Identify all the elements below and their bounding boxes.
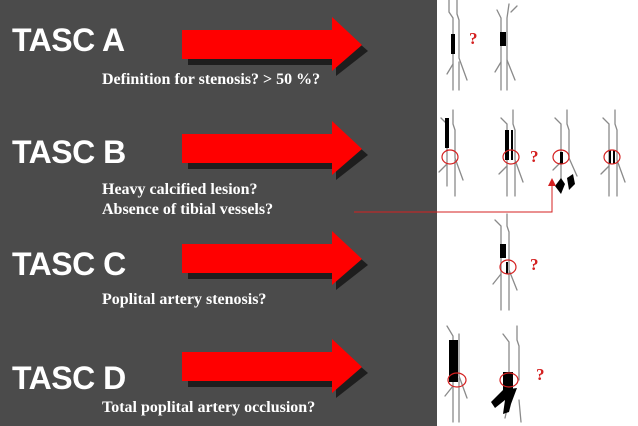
- lesion-b3-foot: [555, 178, 565, 194]
- tasc-a-arrow: [182, 17, 368, 76]
- circle-c: [499, 259, 517, 275]
- lesion-b3-foot-2: [567, 174, 575, 190]
- tasc-a-question: Definition for stenosis? > 50 %?: [102, 71, 321, 88]
- lesion-a1: [451, 34, 455, 54]
- tasc-d-question: Total poplital artery occlusion?: [102, 399, 316, 416]
- lesion-d2-occlusion: [491, 388, 517, 414]
- tasc-c-label: TASC C: [12, 246, 126, 282]
- lesion-b2a: [505, 130, 509, 160]
- lesion-b3: [560, 152, 563, 164]
- tasc-b-label: TASC B: [12, 134, 126, 170]
- lesion-b4b: [613, 150, 615, 164]
- vessel-d1: [444, 325, 468, 423]
- lesion-c: [500, 244, 506, 258]
- lesion-a2: [500, 32, 506, 46]
- diagram-panel: [437, 0, 638, 426]
- vessel-diagrams: [438, 0, 626, 423]
- question-mark-c: ?: [530, 255, 539, 274]
- lesion-b4a: [609, 150, 611, 164]
- circle-d1: [447, 372, 467, 388]
- vessel-b2: [498, 109, 524, 197]
- tasc-b-arrow: [182, 121, 368, 180]
- circle-b4: [603, 149, 621, 165]
- lesion-d2: [503, 372, 513, 392]
- vessel-b1: [438, 109, 464, 197]
- vessel-b4: [600, 109, 626, 197]
- circle-b2: [502, 149, 520, 165]
- vessel-a2: [494, 3, 518, 91]
- circle-b1: [441, 149, 459, 165]
- vessel-a1: [446, 0, 468, 91]
- tasc-c-arrow: [182, 231, 368, 290]
- circle-b3: [552, 149, 570, 165]
- question-mark-a: ?: [469, 29, 478, 48]
- lesion-b1: [445, 118, 449, 148]
- question-mark-d: ?: [536, 365, 545, 384]
- tasc-d-arrow: [182, 339, 368, 398]
- tasc-a-label: TASC A: [12, 22, 125, 58]
- lesion-b2b: [511, 130, 513, 160]
- lesion-d1: [449, 340, 458, 382]
- vessel-c: [492, 213, 518, 311]
- circle-d2: [499, 372, 519, 388]
- question-mark-b: ?: [530, 147, 539, 166]
- tasc-c-question: Poplital artery stenosis?: [102, 291, 267, 308]
- tasc-b-question-1: Heavy calcified lesion?: [102, 181, 258, 198]
- lesion-c-2: [506, 262, 508, 274]
- tasc-d-label: TASC D: [12, 360, 126, 396]
- tasc-b-question-2: Absence of tibial vessels?: [102, 201, 274, 218]
